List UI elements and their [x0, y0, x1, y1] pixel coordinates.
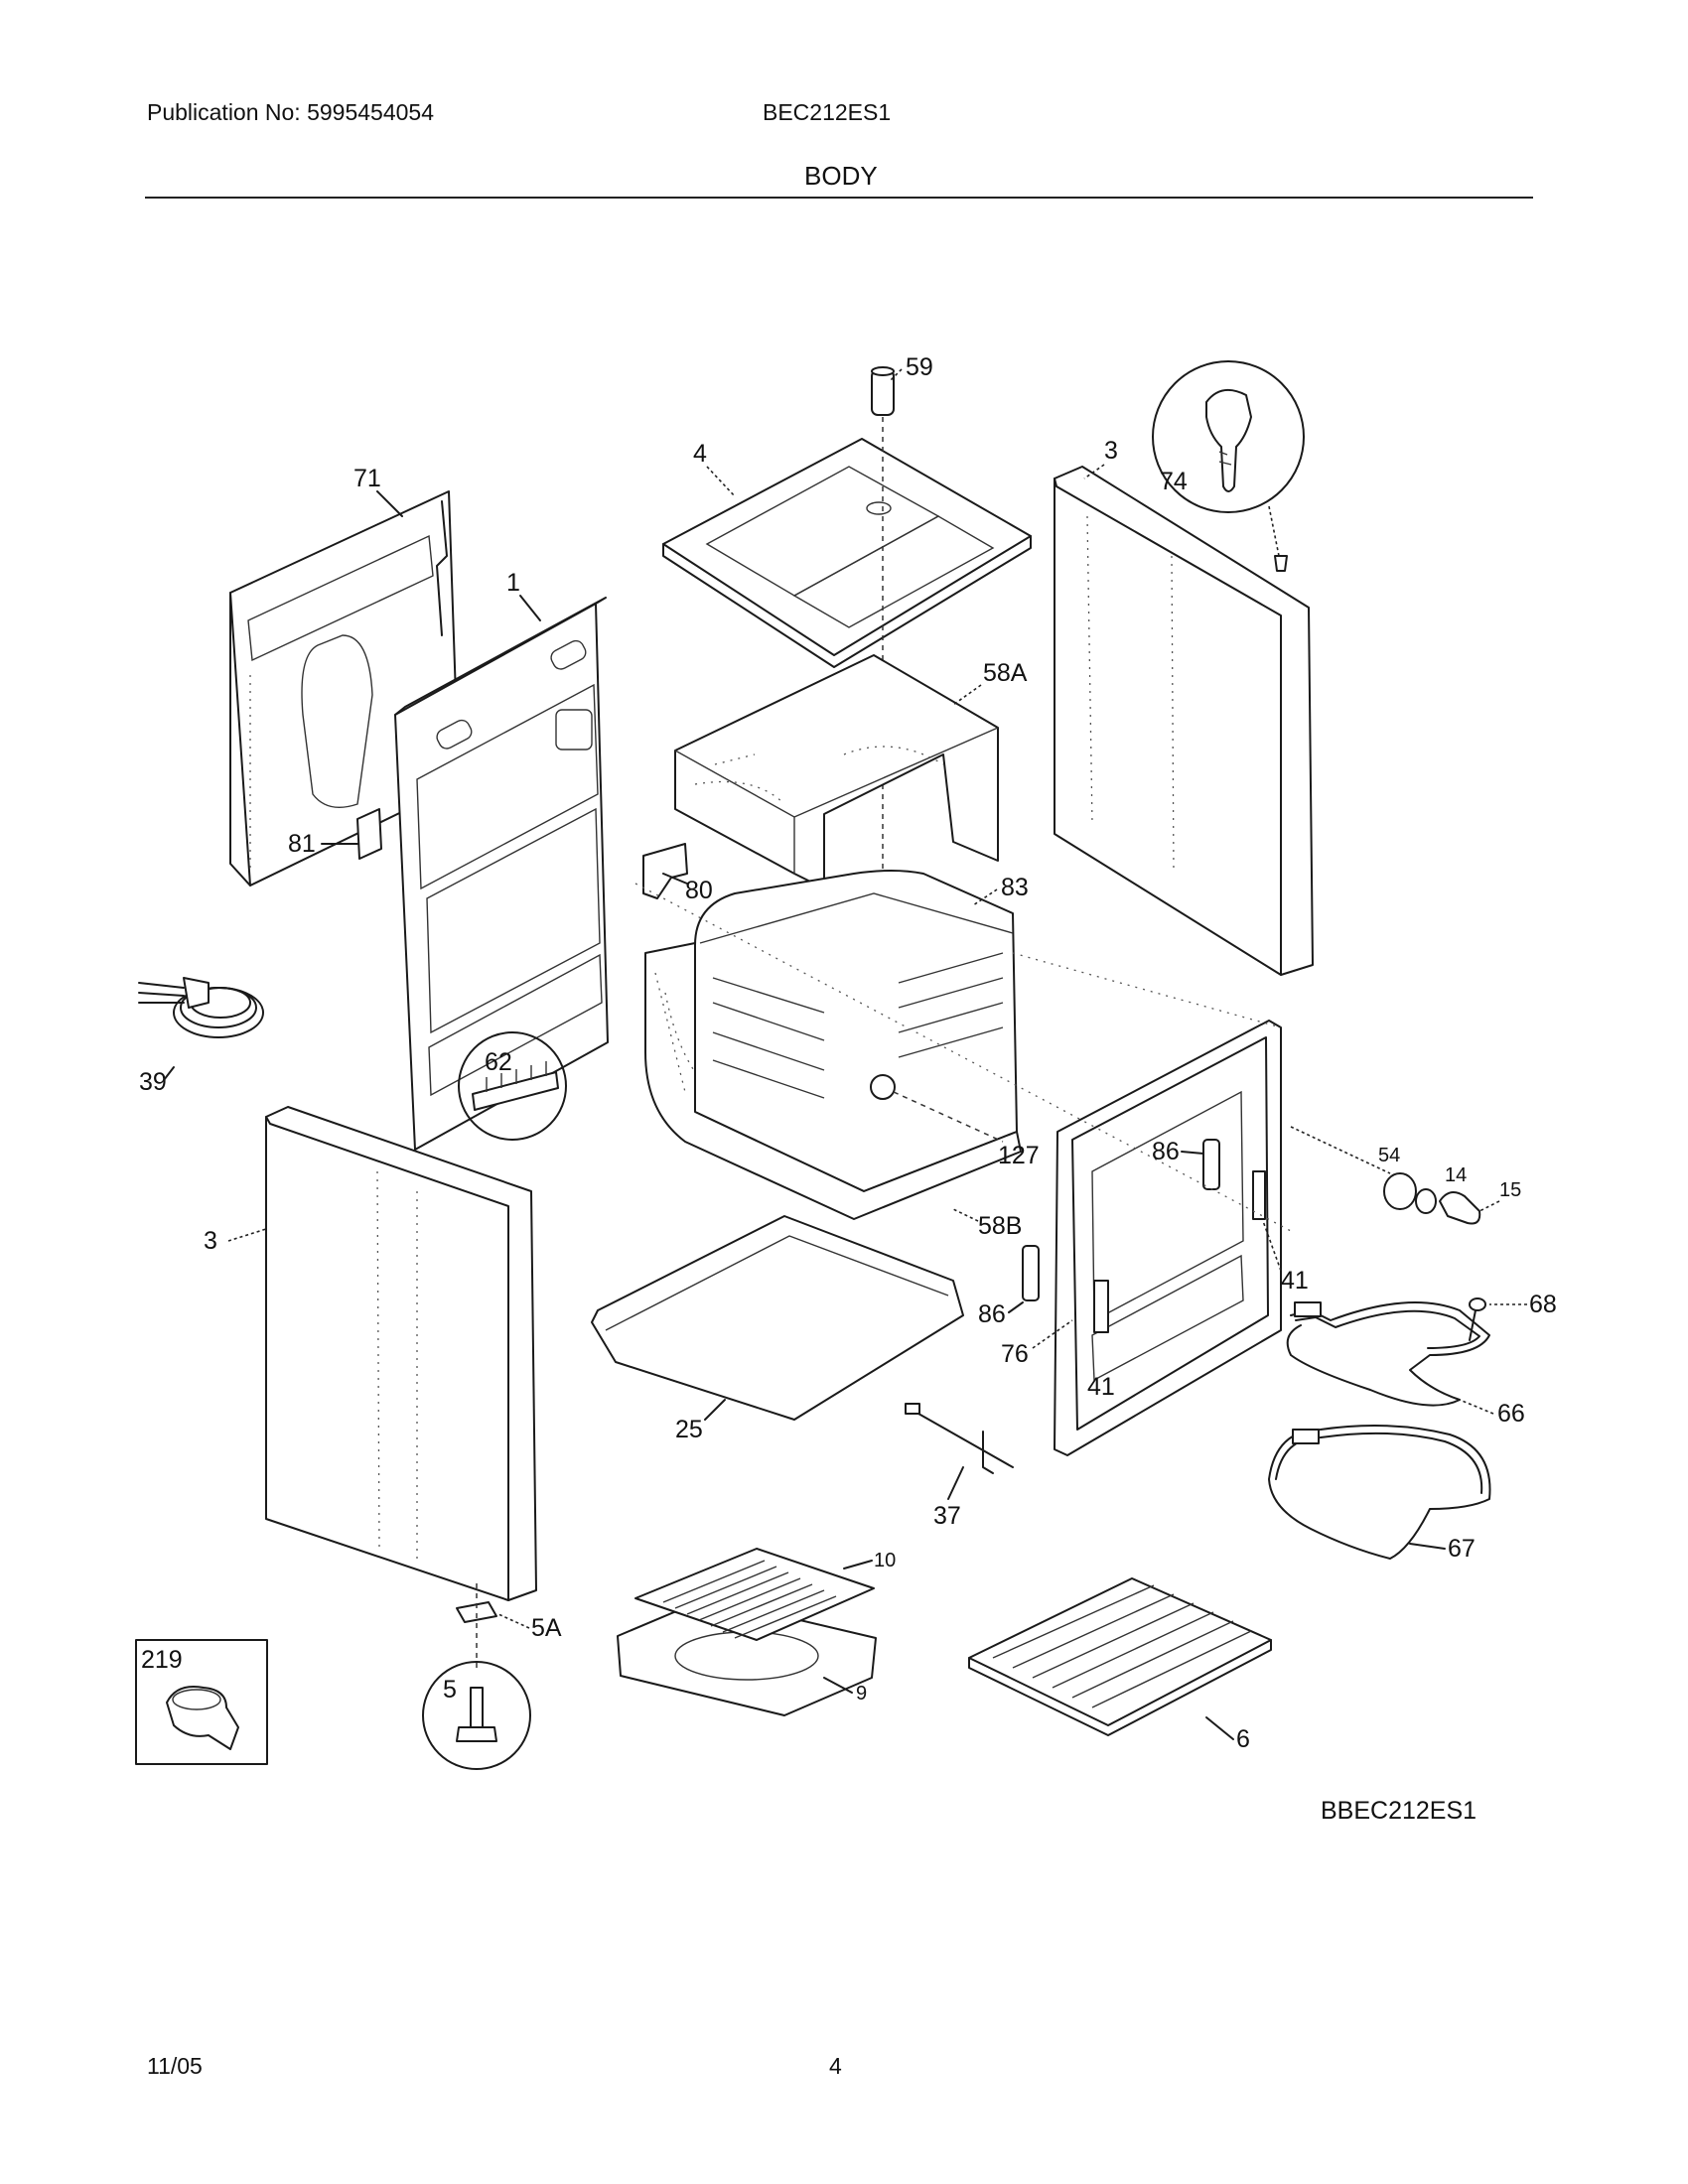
part-58A-insulation	[674, 654, 999, 889]
publication-number: Publication No: 5995454054	[147, 99, 435, 125]
part-67-bake-element	[1268, 1425, 1491, 1560]
part-74-detail-circle	[1152, 360, 1305, 513]
part-74-small-bulb	[1274, 555, 1288, 572]
header-rule	[145, 197, 1533, 199]
part-54-lamp-cover	[1383, 1172, 1417, 1210]
callout-80: 80	[685, 877, 713, 904]
callout-9: 9	[856, 1683, 867, 1705]
part-219-detail-box	[135, 1639, 268, 1765]
part-80-clip	[642, 843, 688, 899]
oven-front-frame	[1054, 1020, 1282, 1456]
part-6-oven-rack	[968, 1577, 1272, 1736]
callout-labels: 59 4 3 74 71 1 58A 81 80 83 39 62 127 86…	[139, 353, 1557, 1753]
alignment-line-2	[1012, 952, 1282, 1028]
part-3-left-side-panel	[265, 1106, 537, 1601]
callout-41-bottom: 41	[1087, 1373, 1115, 1401]
part-14-lamp-ring	[1415, 1188, 1437, 1214]
callout-1: 1	[506, 569, 520, 597]
part-86-hinge-bottom	[1022, 1245, 1040, 1301]
callout-68: 68	[1529, 1291, 1557, 1318]
part-41-hinge-receiver-right	[1252, 1170, 1266, 1220]
callout-127: 127	[998, 1142, 1040, 1169]
part-3-right-side-panel	[1054, 466, 1314, 976]
part-5-detail-circle	[422, 1661, 531, 1770]
page-number: 4	[829, 2053, 842, 2079]
leader-127	[893, 1091, 1004, 1143]
callout-15: 15	[1499, 1179, 1521, 1201]
callout-37: 37	[933, 1502, 961, 1530]
publication-date: 11/05	[147, 2053, 203, 2079]
callout-83: 83	[1001, 874, 1029, 901]
callout-54: 54	[1378, 1145, 1400, 1166]
callout-39: 39	[139, 1068, 167, 1096]
section-title: BODY	[804, 161, 878, 191]
part-68-pin	[1469, 1297, 1486, 1341]
callout-58B: 58B	[978, 1212, 1022, 1240]
callout-5A: 5A	[531, 1614, 562, 1642]
callout-59: 59	[906, 353, 933, 381]
callout-14: 14	[1445, 1164, 1467, 1186]
part-41-hinge-receiver-bottom	[1093, 1280, 1109, 1333]
callout-3-left: 3	[204, 1227, 217, 1255]
part-37-sensor	[905, 1403, 1014, 1474]
callout-25: 25	[675, 1416, 703, 1443]
diagram-code: BBEC212ES1	[1321, 1797, 1477, 1825]
part-39-power-cord	[138, 977, 264, 1038]
part-58B-insulation	[644, 942, 1022, 1220]
callout-6: 6	[1236, 1725, 1250, 1753]
part-4-top-panel	[662, 438, 1032, 668]
part-5A-leveler-bracket	[456, 1601, 497, 1623]
callout-3-right: 3	[1104, 437, 1118, 465]
part-59-sleeve	[871, 366, 895, 416]
callout-4: 4	[693, 440, 707, 468]
callout-81: 81	[288, 830, 316, 858]
callout-86-bottom: 86	[978, 1300, 1006, 1328]
part-1-inner-panel	[394, 597, 609, 1151]
callout-71: 71	[353, 465, 381, 492]
part-83-oven-liner	[694, 870, 1018, 1192]
part-10-broil-grid	[634, 1548, 875, 1641]
callout-67: 67	[1448, 1535, 1476, 1563]
callout-62: 62	[485, 1048, 512, 1076]
part-15-lamp-bulb	[1439, 1191, 1481, 1225]
callout-5: 5	[443, 1676, 457, 1704]
callout-58A: 58A	[983, 659, 1028, 687]
callout-86-top: 86	[1152, 1138, 1180, 1165]
callout-76: 76	[1001, 1340, 1029, 1368]
leader-74	[1268, 505, 1280, 557]
part-86-hinge-top	[1202, 1139, 1220, 1190]
callout-66: 66	[1497, 1400, 1525, 1428]
callout-41-right: 41	[1281, 1267, 1309, 1295]
part-62-detail-circle	[458, 1031, 567, 1141]
callout-10: 10	[874, 1550, 896, 1571]
callout-219: 219	[141, 1646, 183, 1674]
part-25-bottom-panel	[591, 1215, 964, 1421]
part-81-bracket	[356, 808, 382, 860]
callout-74: 74	[1160, 468, 1188, 495]
model-number: BEC212ES1	[763, 99, 892, 125]
part-66-broil-element	[1286, 1301, 1490, 1407]
